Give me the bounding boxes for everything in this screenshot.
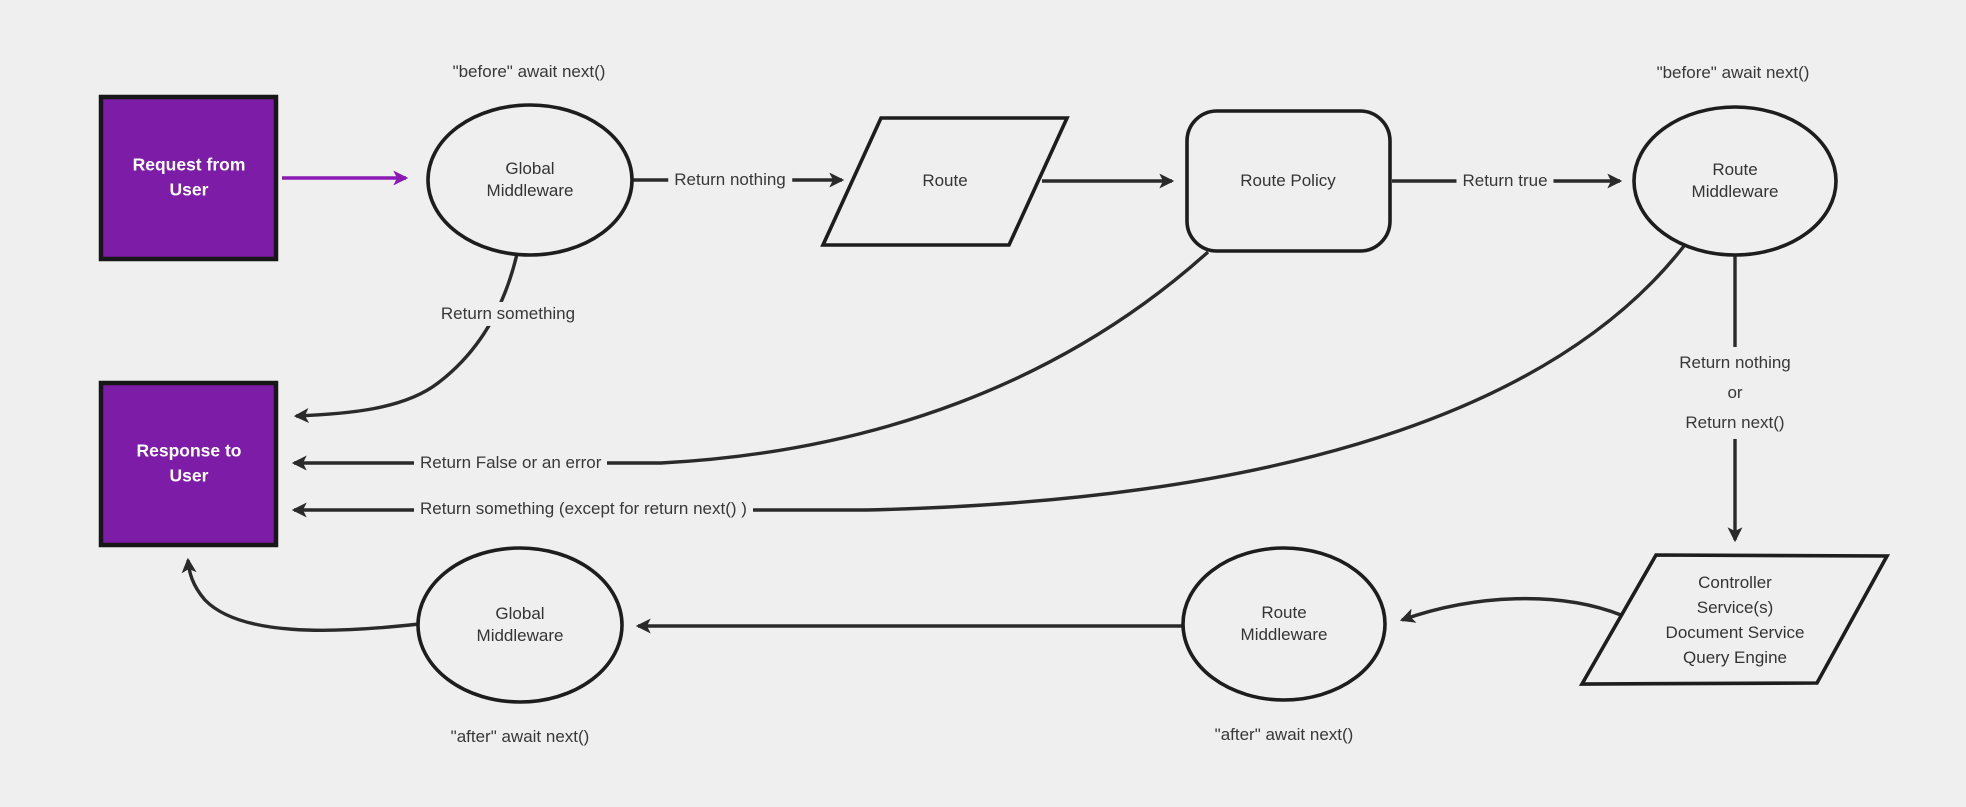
- return-nothing-edge-label: Return nothing: [668, 167, 792, 193]
- global-middleware-bottom-label: Global Middleware: [476, 603, 564, 645]
- edge-global-middleware-to-response-return-something: [293, 253, 519, 423]
- route-parallelogram: [820, 116, 1070, 247]
- after-await-next-right-annotation: "after" await next(): [1214, 724, 1354, 744]
- global-middleware-bottom-ellipse: [416, 546, 624, 704]
- controller-parallelogram: [1578, 553, 1891, 686]
- response-node-box: [98, 380, 279, 548]
- after-await-next-left-annotation: "after" await next(): [450, 726, 590, 746]
- route-policy-box: [1185, 109, 1392, 253]
- edge-global-middleware-bottom-to-response: [181, 557, 420, 632]
- route-middleware-bottom-label: Route Middleware: [1240, 602, 1328, 644]
- before-await-next-right-annotation: "before" await next(): [1656, 62, 1810, 82]
- route-middleware-bottom-ellipse: [1181, 546, 1387, 702]
- route-label: Route: [922, 170, 968, 190]
- before-await-next-left-annotation: "before" await next(): [452, 61, 606, 81]
- route-middleware-top-label: Route Middleware: [1691, 159, 1779, 201]
- request-node-box: [98, 94, 279, 262]
- global-middleware-top-label: Global Middleware: [486, 158, 574, 200]
- return-true-edge-label: Return true: [1456, 168, 1554, 194]
- request-node-label: Request from User: [132, 154, 246, 200]
- edge-route-middleware-to-response-return-something-except: [291, 244, 1686, 518]
- return-false-or-error-edge-label: Return False or an error: [414, 450, 608, 476]
- controller-services-label: Controller Service(s) Document Service Q…: [1665, 573, 1805, 667]
- edge-route-policy-to-response-return-false: [291, 250, 1210, 471]
- return-nothing-or-next-edge-label: Return nothing or Return next(): [1673, 347, 1797, 439]
- route-policy-label: Route Policy: [1240, 170, 1336, 190]
- return-something-except-edge-label: Return something (except for return next…: [414, 496, 753, 522]
- return-something-edge-label: Return something: [434, 301, 582, 327]
- response-node-label: Response to User: [136, 440, 242, 486]
- edge-controller-to-route-middleware-bottom: [1399, 596, 1622, 623]
- global-middleware-top-ellipse: [426, 103, 634, 257]
- route-middleware-top-ellipse: [1632, 105, 1838, 257]
